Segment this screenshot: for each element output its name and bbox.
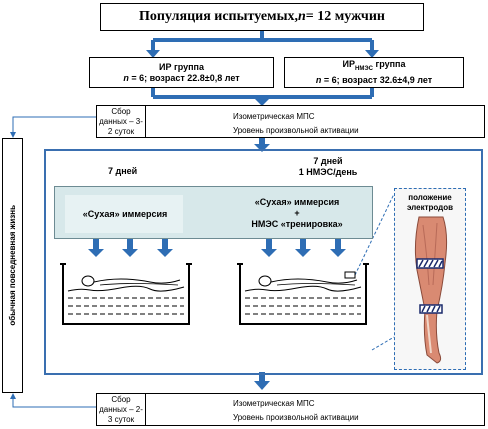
title-n-symbol: n (298, 9, 306, 24)
everyday-life-label: обычная повседневная жизнь (7, 205, 17, 326)
electrode-lower (419, 304, 443, 314)
title-to-groups-arrows (146, 31, 379, 58)
data-collection-top-label: Сбор данных – 3-2 суток (97, 106, 146, 137)
group-ir-name: ИР группа (159, 61, 204, 72)
data-collection-bottom-label: Сбор данных – 2-3 суток (97, 394, 146, 425)
group-ir-nmes-name: ИРНМЭС группа (342, 59, 406, 72)
data-collection-top-item-1: Изометрическая МПС (233, 112, 315, 121)
left-condition-label: «Сухая» иммерсия (82, 208, 168, 219)
electrode-panel: положение электродов (394, 188, 466, 370)
everyday-life-side-box: обычная повседневная жизнь (2, 138, 23, 393)
data-collection-top-box: Сбор данных – 3-2 суток Изометрическая М… (96, 105, 485, 138)
bath-left-illustration (60, 263, 192, 325)
left-duration: 7 дней (108, 166, 138, 176)
data-collection-top-item-2: Уровень произвольной активации (233, 126, 359, 135)
group-ir-box: ИР группа n = 6; возраст 22.8±0,8 лет (89, 57, 274, 88)
group-ir-nmes-n: n (315, 74, 322, 85)
protocol-frame (44, 149, 483, 375)
condition-box: «Сухая» иммерсия «Сухая» иммерсия + НМЭС… (54, 186, 373, 239)
group-ir-nmes-box: ИРНМЭС группа n = 6; возраст 32.6±4,9 ле… (284, 57, 464, 88)
electrode-projection-lines (354, 193, 395, 351)
electrode-upper (416, 258, 444, 269)
right-condition-label: «Сухая» иммерсия + НМЭС «тренировка» (251, 196, 343, 229)
bath-right-illustration (237, 263, 369, 325)
population-title-box: Популяция испытуемых, n = 12 мужчин (100, 3, 424, 31)
groups-to-collection-arrows (151, 87, 374, 106)
condition-to-bath-arrows (88, 238, 346, 257)
group-ir-nmes-stats: = 6; возраст 32.6±4,9 лет (321, 74, 433, 85)
frame-to-bottom-arrow (254, 372, 270, 390)
data-collection-bottom-box: Сбор данных – 2-3 суток Изометрическая М… (96, 393, 485, 426)
collection-to-frame-arrow (254, 137, 270, 152)
title-suffix: = 12 мужчин (305, 9, 385, 24)
data-collection-bottom-item-2: Уровень произвольной активации (233, 413, 359, 422)
group-ir-stats: = 6; возраст 22.8±0,8 лет (128, 72, 240, 83)
leg-muscle-illustration (414, 216, 448, 364)
electrode-label: положение электродов (406, 193, 454, 212)
data-collection-bottom-item-1: Изометрическая МПС (233, 399, 315, 408)
title-prefix: Популяция испытуемых, (139, 9, 298, 24)
right-duration: 7 дней 1 НМЭС/день (298, 156, 358, 177)
group-ir-n: n (123, 72, 129, 83)
side-loop-lines (10, 116, 96, 408)
